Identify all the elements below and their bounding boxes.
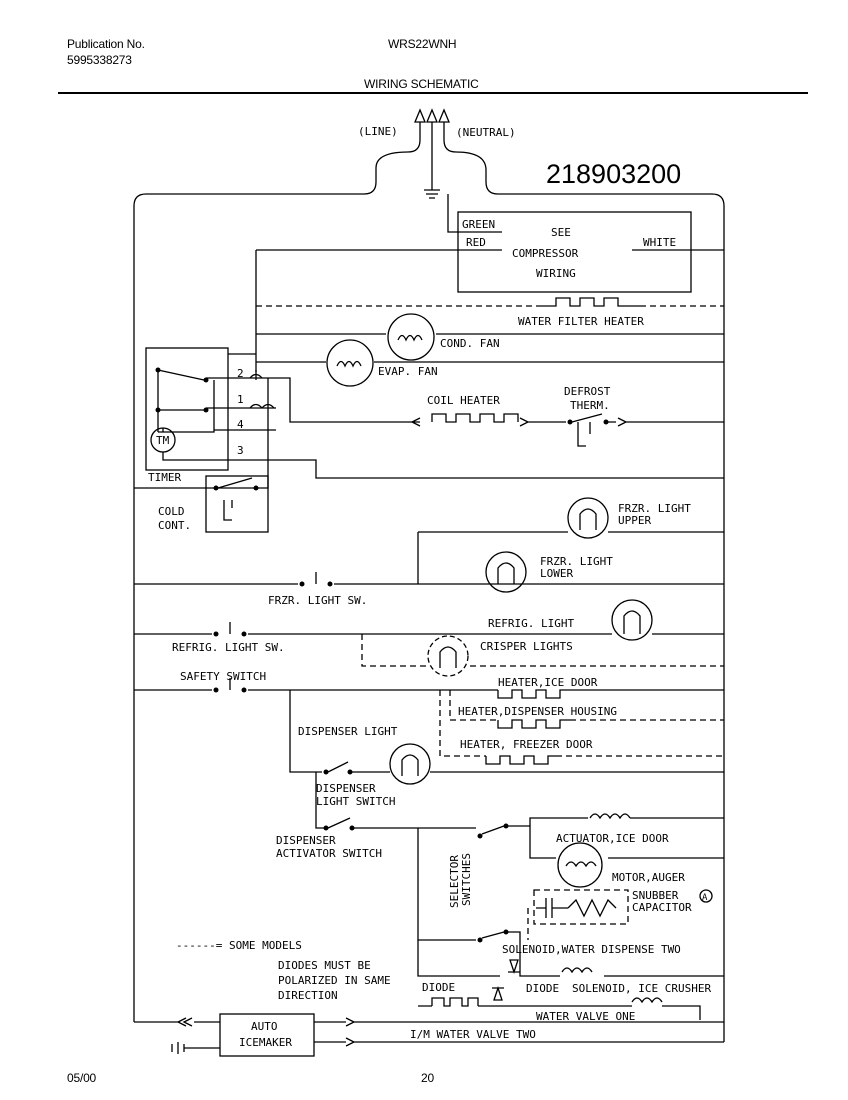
snubber-mark: A [702, 893, 708, 903]
solenoid-ice-crusher-label: SOLENOID, ICE CRUSHER [572, 982, 711, 995]
line-label: (LINE) [358, 125, 398, 138]
refrig-light-label: REFRIG. LIGHT [488, 617, 574, 630]
footer-date: 05/00 [67, 1071, 97, 1085]
diode-label-2: DIODE [526, 982, 559, 995]
green-label: GREEN [462, 218, 495, 231]
cond-fan-label: COND. FAN [440, 337, 500, 350]
refrig-light-sw-label: REFRIG. LIGHT SW. [172, 641, 285, 654]
publication-label: Publication No. [67, 37, 145, 51]
cold-cont-label-1: COLD [158, 505, 185, 518]
frzr-light-upper-label-2: UPPER [618, 514, 651, 527]
water-filter-heater-label: WATER FILTER HEATER [518, 315, 644, 328]
terminal-1-label: 1 [237, 393, 244, 406]
auto-icemaker: AUTO ICEMAKER I/M WATER VALVE TWO [134, 1013, 724, 1057]
snubber-label-2: CAPACITOR [632, 901, 692, 914]
part-number: 218903200 [546, 159, 681, 189]
wiring-label: WIRING [536, 267, 576, 280]
page-title: WIRING SCHEMATIC [364, 77, 479, 91]
cond-fan: COND. FAN [256, 313, 724, 361]
timer-motor-label: TM [156, 434, 170, 447]
evap-fan-label: EVAP. FAN [378, 365, 438, 378]
im-water-valve-two-label: I/M WATER VALVE TWO [410, 1028, 536, 1041]
red-label: RED [466, 236, 486, 249]
dispenser-activator-switch-label-1: DISPENSER [276, 834, 336, 847]
safety-switch-heaters: SAFETY SWITCH HEATER,ICE DOOR HEATER,DIS… [134, 670, 724, 765]
terminal-3-label: 3 [237, 444, 244, 457]
diodes-note-2: POLARIZED IN SAME [278, 974, 391, 987]
auto-icemaker-label-1: AUTO [251, 1020, 278, 1033]
compressor-box: GREEN RED WHITE SEE COMPRESSOR WIRING [255, 194, 724, 372]
cold-control: COLD CONT. [158, 475, 269, 533]
dispenser-light-label: DISPENSER LIGHT [298, 725, 398, 738]
see-label: SEE [551, 226, 571, 239]
white-label: WHITE [643, 236, 676, 249]
heater-ice-door-label: HEATER,ICE DOOR [498, 676, 598, 689]
heater-freezer-door-label: HEATER, FREEZER DOOR [460, 738, 593, 751]
actuator-ice-door-label: ACTUATOR,ICE DOOR [556, 832, 669, 845]
solenoid-water-dispense-two-label: SOLENOID,WATER DISPENSE TWO [502, 943, 681, 956]
water-filter-heater: WATER FILTER HEATER [256, 297, 724, 328]
coil-heater-defrost-therm: COIL HEATER DEFROST THERM. [410, 385, 724, 447]
compressor-label: COMPRESSOR [512, 247, 579, 260]
model-number: WRS22WNH [388, 37, 457, 51]
coil-heater-label: COIL HEATER [427, 394, 500, 407]
freezer-lights: FRZR. LIGHT UPPER FRZR. LIGHT LOWER FRZR… [134, 497, 724, 607]
motor-auger-label: MOTOR,AUGER [612, 871, 685, 884]
frzr-light-lower-label-1: FRZR. LIGHT [540, 555, 613, 568]
dispenser-light-switch-label-2: LIGHT SWITCH [316, 795, 395, 808]
some-models-label: ------= SOME MODELS [176, 939, 302, 952]
diode-label-1: DIODE [422, 981, 455, 994]
defrost-therm-label-1: DEFROST [564, 385, 611, 398]
selector-switches-label-1: SELECTOR [448, 855, 461, 908]
dispenser-light-switch-label-1: DISPENSER [316, 782, 376, 795]
crisper-lights-label: CRISPER LIGHTS [480, 640, 573, 653]
publication-number: 5995338273 [67, 53, 132, 67]
heater-dispenser-housing-label: HEATER,DISPENSER HOUSING [458, 705, 617, 718]
frzr-light-upper-label-1: FRZR. LIGHT [618, 502, 691, 515]
frzr-light-lower-label-2: LOWER [540, 567, 573, 580]
dispenser-light: DISPENSER LIGHT DISPENSER LIGHT SWITCH D… [276, 690, 724, 860]
diodes-note-3: DIRECTION [278, 989, 338, 1002]
neutral-label: (NEUTRAL) [456, 126, 516, 139]
frzr-light-sw-label: FRZR. LIGHT SW. [268, 594, 367, 607]
timer-label: TIMER [148, 471, 181, 484]
header-rule [58, 92, 808, 94]
evap-fan: EVAP. FAN [256, 339, 724, 387]
dispenser-activator-switch-label-2: ACTIVATOR SWITCH [276, 847, 382, 860]
snubber-label-1: SNUBBER [632, 889, 679, 902]
refrig-light: REFRIG. LIGHT REFRIG. LIGHT SW. CRISPER … [134, 599, 724, 677]
timer: TM 2 1 4 3 TIMER [134, 347, 724, 489]
defrost-therm-label-2: THERM. [570, 399, 610, 412]
safety-switch-label: SAFETY SWITCH [180, 670, 266, 683]
page-number: 20 [421, 1071, 434, 1085]
power-entry: (LINE) (NEUTRAL) 218903200 [133, 108, 725, 1042]
terminal-4-label: 4 [237, 418, 244, 431]
cold-cont-label-2: CONT. [158, 519, 191, 532]
dispenser-section: ACTUATOR,ICE DOOR MOTOR,AUGER SELECTOR S… [176, 813, 724, 1023]
terminal-2-label: 2 [237, 367, 244, 380]
selector-switches-label-2: SWITCHES [460, 853, 473, 906]
auto-icemaker-label-2: ICEMAKER [239, 1036, 292, 1049]
diodes-note-1: DIODES MUST BE [278, 959, 371, 972]
water-valve-one-label: WATER VALVE ONE [536, 1010, 635, 1023]
